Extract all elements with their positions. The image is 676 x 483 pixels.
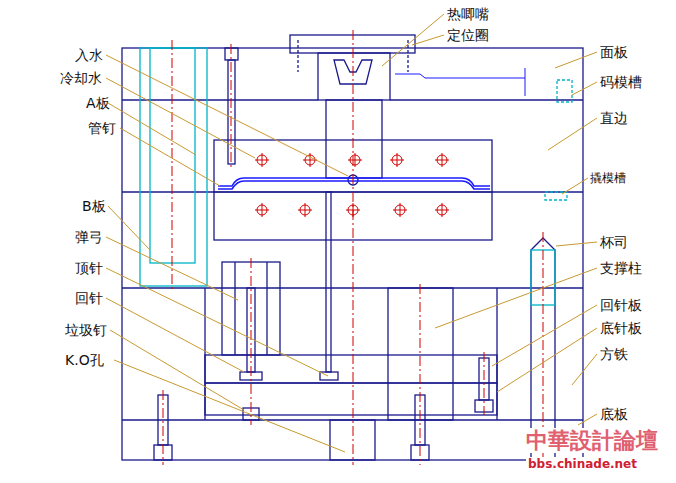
part-label: 管钉 <box>88 120 116 136</box>
part-label: 弹弓 <box>75 229 103 245</box>
part-label: A板 <box>86 95 110 111</box>
leader-lines <box>106 14 597 452</box>
part-label: 回针 <box>75 290 103 306</box>
part-label: 回针板 <box>600 297 642 313</box>
part-label: 直边 <box>600 110 628 126</box>
part-label: B板 <box>82 198 106 214</box>
part-label: 定位圈 <box>447 27 489 43</box>
part-label: 码模槽 <box>600 74 642 90</box>
part-label: 底板 <box>600 406 628 422</box>
part-label: 面板 <box>600 44 628 60</box>
part-label: 撬模槽 <box>590 171 626 185</box>
part-cavity <box>218 68 525 189</box>
part-label: 垃圾钉 <box>65 322 107 338</box>
part-label: 热唧嘴 <box>447 6 489 22</box>
watermark: 中華設計論壇 <box>524 428 660 453</box>
centerlines <box>163 30 543 465</box>
part-label: K.O孔 <box>65 352 104 368</box>
part-label: 支撑柱 <box>600 260 642 276</box>
part-label: 冷却水 <box>60 70 102 86</box>
part-label: 杯司 <box>600 234 628 250</box>
part-label: 底针板 <box>600 320 642 336</box>
cooling-holes <box>255 153 449 217</box>
guide-pin <box>140 48 572 305</box>
part-label: 方铁 <box>600 346 628 362</box>
part-label: 入水 <box>75 47 103 63</box>
part-label: 顶针 <box>75 260 103 276</box>
watermark: bbs.chinade.net <box>526 457 639 471</box>
